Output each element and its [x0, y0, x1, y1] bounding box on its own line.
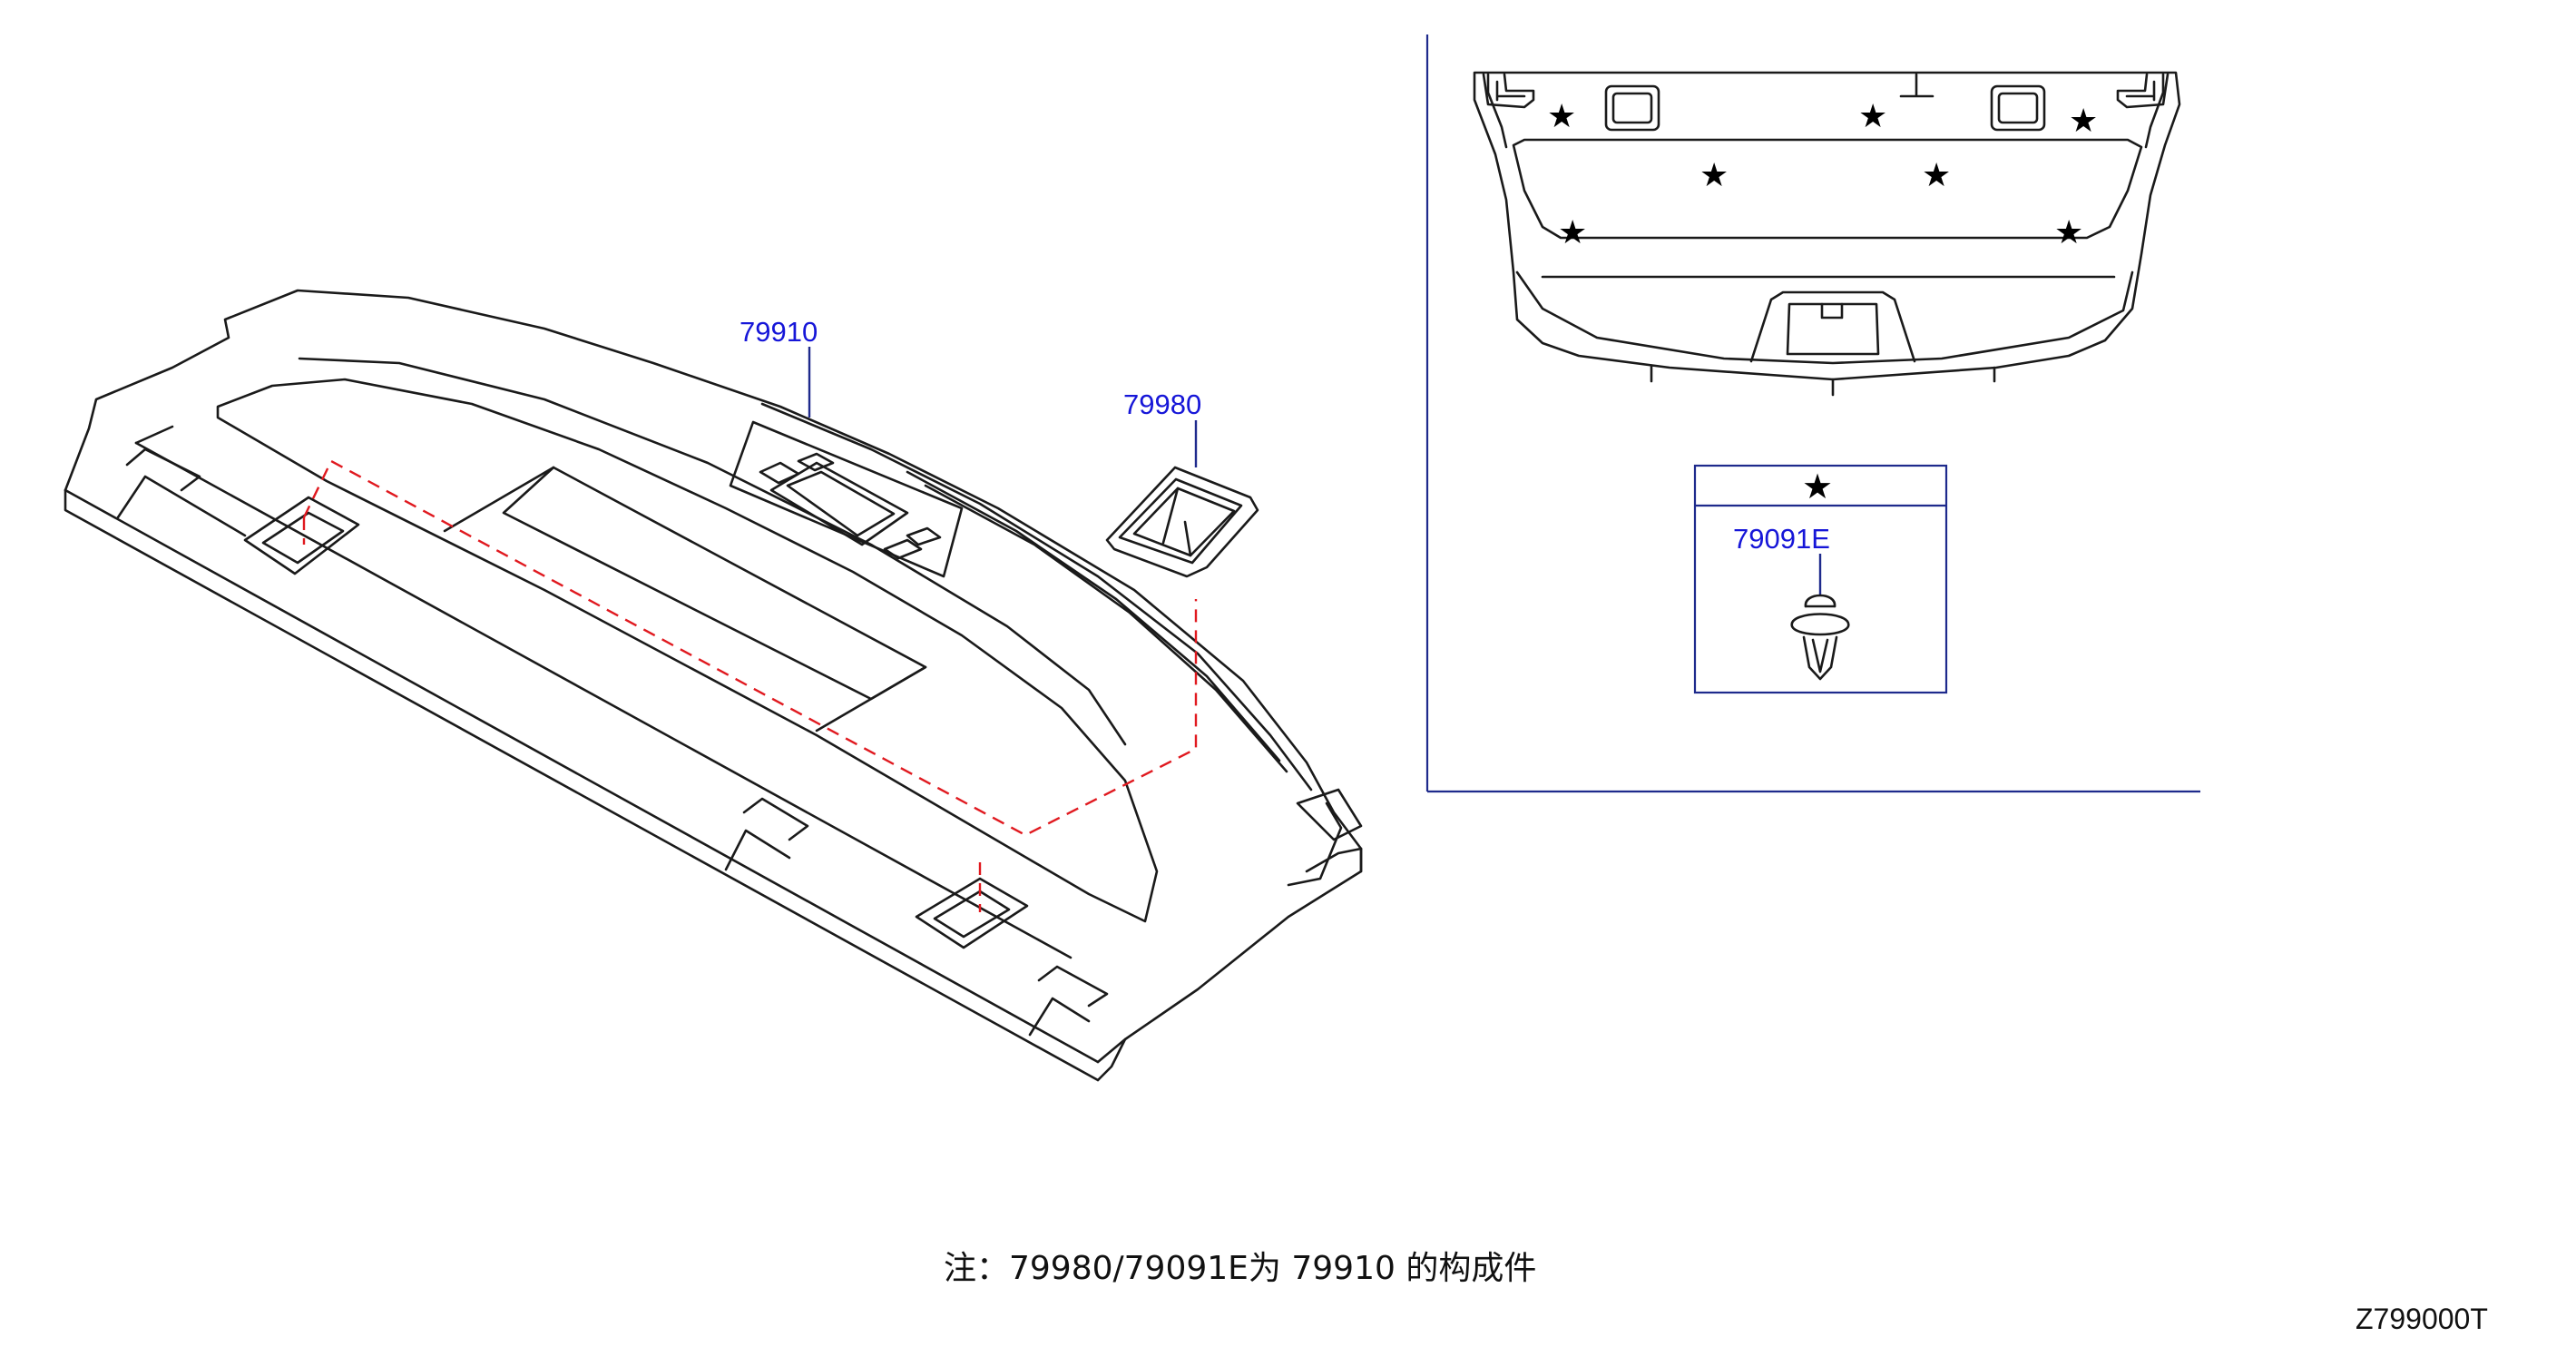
footnote-text: 注：79980/79091E为 79910 的构成件 [944, 1250, 1537, 1287]
clip-location-star: ★ [1699, 156, 1729, 193]
legend-star-icon: ★ [1802, 468, 1833, 506]
clip-location-star: ★ [1547, 97, 1576, 134]
clip-location-star: ★ [1922, 156, 1951, 193]
bezel-drawing [1105, 466, 1259, 578]
parcel-shelf-drawing [64, 289, 1363, 1082]
callout-clip-part: 79091E [1733, 523, 1830, 555]
clip-legend-box: ★ 79091E [1693, 464, 1948, 694]
callout-bezel-part: 79980 [1123, 388, 1201, 420]
clip-location-star: ★ [2069, 102, 2098, 139]
clip-location-star: ★ [1858, 97, 1887, 134]
clip-location-star: ★ [1558, 213, 1587, 251]
detail-view-frame [1425, 34, 2200, 793]
diagram-code: Z799000T [2356, 1303, 2488, 1335]
shelf-underside-view: ★ ★ ★ ★ ★ ★ ★ [1473, 71, 2181, 397]
clip-location-star: ★ [2054, 213, 2083, 251]
clip-drawing [1790, 594, 1850, 681]
callout-main-part: 79910 [739, 316, 818, 348]
